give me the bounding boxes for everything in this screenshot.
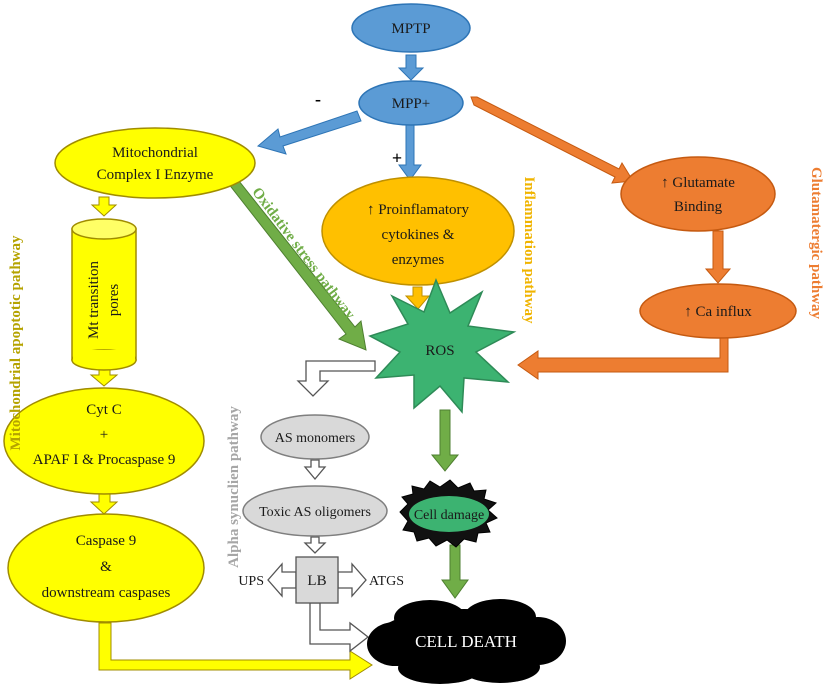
caspase-node	[7, 513, 205, 623]
caspase-label-2: &	[100, 559, 112, 575]
mptp-node	[351, 3, 471, 53]
arrow-toxic-to-lb	[303, 536, 327, 554]
glutamate-label-1: ↑ Glutamate	[661, 175, 735, 191]
ca-influx-label: ↑ Ca influx	[684, 304, 752, 320]
mpp-node	[358, 80, 464, 126]
mt-pores-node	[71, 218, 137, 371]
lb-label: LB	[307, 573, 326, 589]
arrow-lb-to-atgs	[337, 562, 367, 598]
glutamate-node	[620, 156, 776, 232]
cell-death-label: CELL DEATH	[415, 632, 517, 651]
ros-node	[368, 277, 517, 414]
arrow-caspase-to-death	[98, 622, 373, 680]
toxic-as-node	[242, 485, 388, 537]
arrow-proinflam-to-ros	[404, 286, 431, 310]
mito-complex-label-1: Mitochondrial	[112, 145, 198, 161]
proinflam-node	[321, 176, 515, 286]
mt-pores-label-2: pores	[106, 284, 122, 317]
cytc-node	[3, 387, 205, 495]
cytc-label-2: +	[100, 427, 108, 443]
pathway-label-inflammation: Inflammation pathway	[521, 176, 537, 324]
as-monomers-label: AS monomers	[275, 431, 356, 446]
caspase-label-3: downstream caspases	[42, 585, 171, 601]
arrow-monomers-to-toxic	[303, 459, 327, 481]
toxic-as-label: Toxic AS oligomers	[259, 505, 371, 520]
arrow-cytc-to-caspase	[89, 493, 119, 515]
arrow-glutamate-to-ca	[704, 230, 732, 284]
arrow-ros-to-damage	[430, 409, 460, 472]
proinflam-label-3: enzymes	[392, 252, 445, 268]
ca-influx-node	[639, 283, 797, 339]
mito-complex-node	[54, 127, 256, 199]
mptp-label: MPTP	[391, 21, 430, 37]
arrow-ros-to-monomers	[296, 360, 376, 397]
proinflam-label-2: cytokines &	[382, 227, 455, 243]
cell-damage-core	[409, 496, 489, 532]
arrow-damage-to-death	[441, 544, 469, 599]
arrow-mpp-to-proinflam	[398, 124, 422, 181]
glutamate-label-2: Binding	[674, 199, 723, 215]
proinflam-label-1: ↑ Proinflamatory	[367, 202, 470, 218]
mpp-label: MPP+	[392, 96, 430, 112]
atgs-label: ATGS	[369, 574, 404, 589]
arrow-mpp-to-mito	[256, 110, 362, 155]
arrow-lb-to-death	[309, 602, 370, 653]
minus-sign: -	[315, 89, 321, 109]
as-monomers-node	[260, 414, 370, 460]
cytc-label-3: APAF I & Procaspase 9	[33, 452, 176, 468]
caspase-label-1: Caspase 9	[76, 533, 136, 549]
pathway-label-mitochondrial: Mitochondrial apoptotic pathway	[8, 235, 24, 451]
pathway-label-alpha-synuclein: Alpha synuclien pathway	[226, 406, 242, 568]
ups-label: UPS	[238, 574, 264, 589]
mito-complex-label-2: Complex I Enzyme	[97, 167, 214, 183]
pathway-label-glutamatergic: Glutamatergic pathway	[808, 167, 824, 320]
arrow-lb-to-ups	[267, 562, 297, 598]
ros-label: ROS	[425, 343, 454, 359]
arrow-ca-to-ros	[517, 337, 729, 380]
cell-damage-label: Cell damage	[414, 508, 484, 523]
mt-pores-label-1: Mt transition	[86, 261, 102, 339]
lb-node	[295, 556, 339, 604]
arrow-mpp-to-glutamate	[470, 96, 634, 184]
arrow-mptp-to-mpp	[397, 54, 425, 81]
arrow-mito-to-pores	[90, 196, 118, 217]
cytc-label-1: Cyt C	[86, 402, 121, 418]
cell-death-node	[367, 599, 566, 684]
arrow-mito-to-ros	[227, 175, 367, 351]
plus-sign: +	[392, 148, 402, 168]
